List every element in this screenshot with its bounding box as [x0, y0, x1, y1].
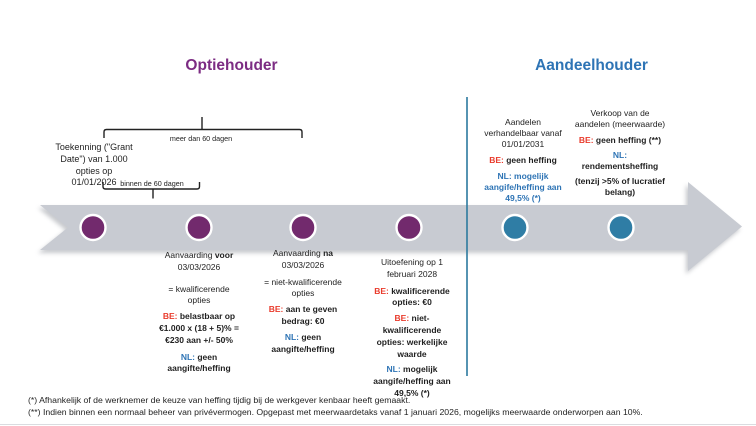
- timeline-dots: [79, 213, 635, 242]
- timeline-dot-purple: [395, 213, 423, 242]
- bracket-above: [103, 117, 303, 138]
- timeline-dot-blue: [607, 213, 635, 242]
- bracket-below: [102, 182, 201, 199]
- bracket-above-label: meer dan 60 dagen: [169, 133, 233, 143]
- timeline-arrow: [40, 182, 742, 271]
- timeline-dot-purple: [185, 213, 213, 242]
- footnote-2: (**) Indien binnen een normaal beheer va…: [28, 407, 643, 417]
- footnote-1: (*) Afhankelijk of de werknemer de keuze…: [28, 395, 411, 405]
- bottom-border: [0, 424, 756, 425]
- bracket-below-label: binnen de 60 dagen: [120, 178, 184, 188]
- timeline-dot-purple: [79, 213, 107, 242]
- section-title-optiehouder: Optiehouder: [185, 57, 278, 74]
- timeline-dot-blue: [501, 213, 529, 242]
- timeline-dot-purple: [289, 213, 317, 242]
- section-title-aandeelhouder: Aandeelhouder: [535, 57, 648, 74]
